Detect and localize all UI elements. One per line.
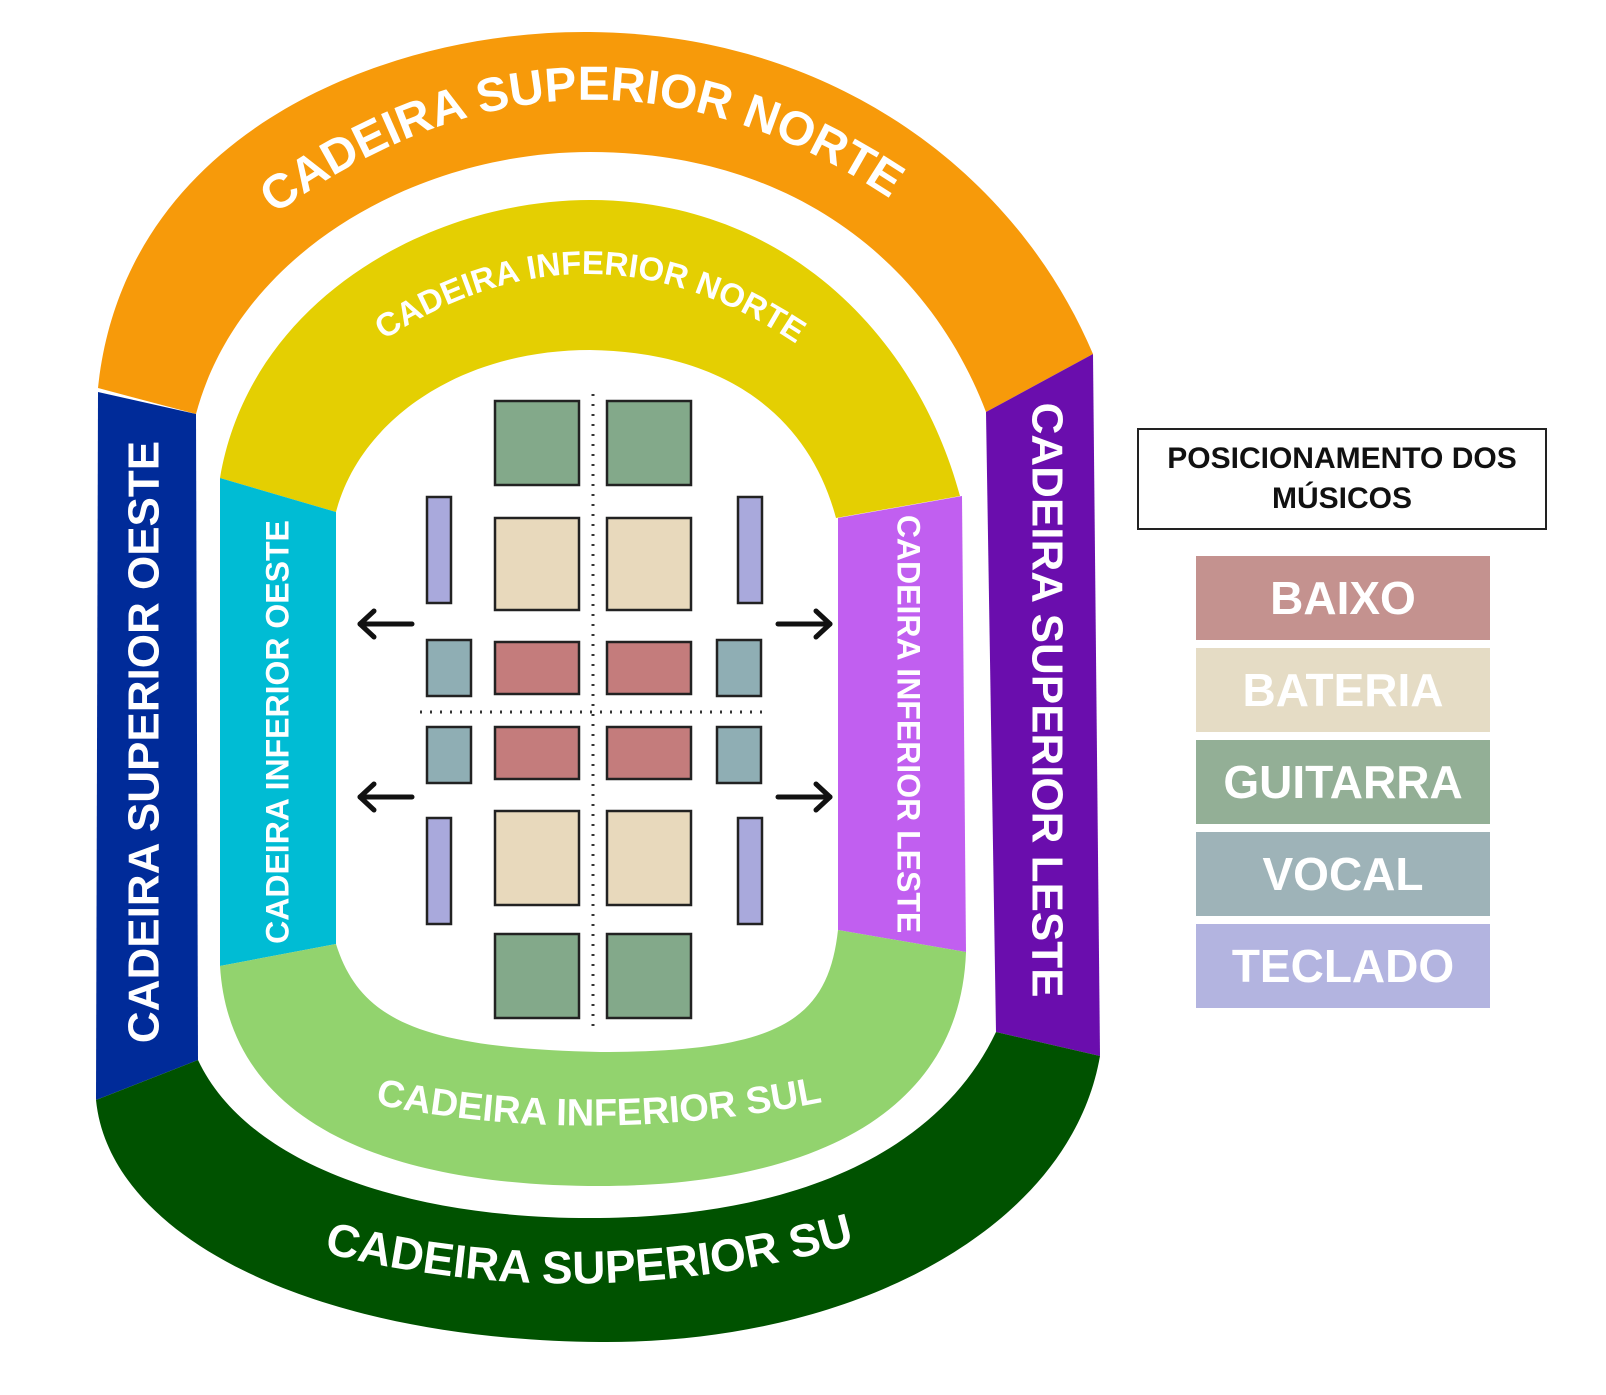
legend-item-baixo: BAIXO	[1196, 556, 1490, 640]
stage-teclado	[736, 816, 764, 926]
section-label-superior-leste: CADEIRA SUPERIOR LESTE	[1022, 403, 1071, 998]
stage-vocal	[715, 638, 763, 698]
section-superior-sul[interactable]	[96, 1032, 1100, 1343]
stage-baixo	[493, 725, 581, 781]
legend-item-teclado: TECLADO	[1196, 924, 1490, 1008]
section-inferior-leste[interactable]	[838, 496, 966, 952]
arrow-right-icon	[775, 608, 833, 640]
stage-guitarra	[605, 932, 693, 1020]
stage-bateria	[493, 516, 581, 612]
section-superior-norte[interactable]	[98, 31, 1093, 414]
section-label-inferior-leste: CADEIRA INFERIOR LESTE	[891, 515, 927, 933]
section-label-inferior-oeste: CADEIRA INFERIOR OESTE	[259, 520, 295, 944]
stage-baixo	[605, 725, 693, 781]
stage-guitarra	[493, 399, 581, 487]
stage-bateria	[605, 516, 693, 612]
legend-title: POSICIONAMENTO DOS MÚSICOS	[1137, 428, 1547, 530]
arrow-left-icon	[357, 608, 415, 640]
stage-baixo	[605, 640, 693, 696]
section-inferior-oeste[interactable]	[220, 478, 336, 966]
section-superior-oeste[interactable]	[96, 392, 198, 1100]
stage-bateria	[605, 809, 693, 907]
stage-teclado	[736, 495, 764, 605]
section-inferior-norte[interactable]	[220, 200, 960, 518]
section-inferior-sul[interactable]	[220, 930, 966, 1186]
stage-bateria	[493, 809, 581, 907]
arrow-right-icon	[775, 781, 833, 813]
stage-guitarra	[493, 932, 581, 1020]
arrow-left-icon	[357, 781, 415, 813]
legend-list: BAIXO BATERIA GUITARRA VOCAL TECLADO	[1196, 556, 1490, 1016]
stage-vocal	[425, 725, 473, 785]
legend-item-bateria: BATERIA	[1196, 648, 1490, 732]
stage-teclado	[425, 495, 453, 605]
stage-teclado	[425, 816, 453, 926]
legend-item-vocal: VOCAL	[1196, 832, 1490, 916]
stage-baixo	[493, 640, 581, 696]
legend-item-guitarra: GUITARRA	[1196, 740, 1490, 824]
section-superior-leste[interactable]	[986, 354, 1100, 1056]
stage-vocal	[715, 725, 763, 785]
section-label-superior-oeste: CADEIRA SUPERIOR OESTE	[120, 441, 169, 1043]
stage-vocal	[425, 638, 473, 698]
stage-guitarra	[605, 399, 693, 487]
